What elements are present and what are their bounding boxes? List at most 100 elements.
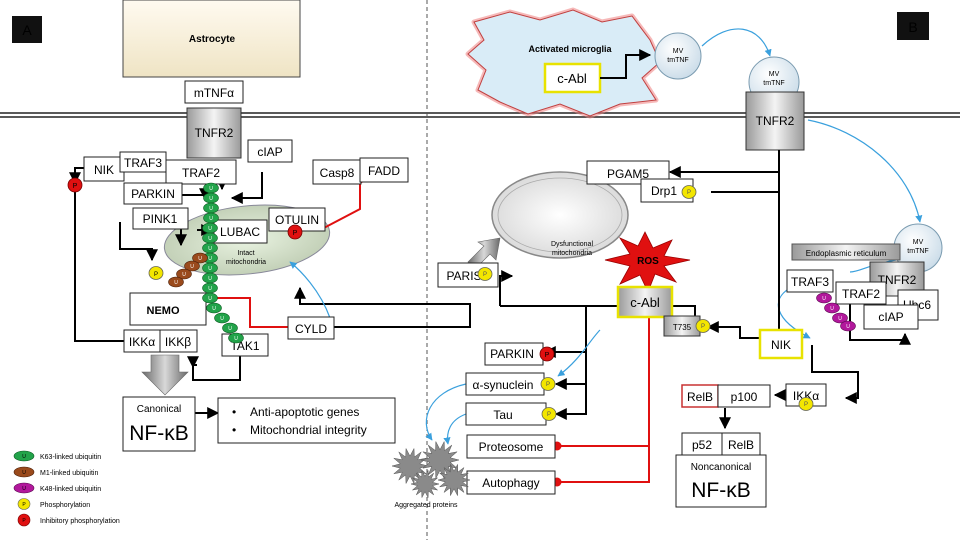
ikka-b-label: IKKα [793,389,819,403]
k63-ub-10: U [202,272,218,284]
fadd-label: FADD [368,164,400,178]
ciap-a-label: cIAP [257,145,282,159]
cabl-box-center: c-Abl [616,285,674,319]
relb-p100-complex: RelB p100 [681,384,771,408]
parkin-b-label: PARKIN [490,347,534,361]
autophagy-box: Autophagy [466,470,556,495]
proteosome-label: Proteosome [479,440,544,454]
inhibitory-phospho-otulin: P [287,224,303,240]
dys-mito-line2: mitochondria [552,250,592,257]
m1-ub-4: U [168,276,184,288]
tau-box: Tau [465,402,547,426]
inhib-p-1: P [73,183,78,190]
k63-ub-2-mark: U [209,196,213,202]
svg-text:•: • [232,423,236,437]
tnfr2-receptor-b: TNFR2 [745,91,805,151]
legend-m1: U M1-linked ubiquitin [13,466,98,478]
paris-box: PARIS [437,262,499,288]
casp8-box: Casp8 [312,159,362,185]
panel-b-badge: B [897,12,929,40]
phos-p-a1: P [154,272,158,278]
nik-box-b: NIK [758,328,804,360]
legend: U K63-linked ubiquitin U M1-linked ubiqu… [13,450,120,527]
outcome-antiapoptotic: Anti-apoptotic genes [250,405,359,419]
astrocyte-label: Astrocyte [189,34,236,45]
pink1-box: PINK1 [132,207,189,230]
autophagy-label: Autophagy [482,476,539,490]
nfkb-noncanonical-label: NF-κB [691,479,751,502]
k63-ub-11-mark: U [208,286,212,292]
inhibitory-phospho-parkin: P [539,346,555,362]
nemo-box: NEMO [129,292,207,326]
k63-ub-16-mark: U [234,336,238,342]
mv2-line1: MV [769,71,780,78]
p100-box [717,384,771,408]
cyld-box: CYLD [287,316,335,340]
pgam5-label: PGAM5 [607,167,649,181]
inhibitory-phospho-nik: P [67,177,83,193]
inhib-p-3: P [545,352,550,359]
k63-ub-2: U [203,192,219,204]
relb-2-label: RelB [728,438,754,452]
tnfr2-b-label: TNFR2 [756,114,795,128]
k63-ub-13-mark: U [212,306,216,312]
phos-tau-mark: P [547,412,551,418]
otulin-label: OTULIN [275,213,319,227]
mv2-line2: tmTNF [763,80,784,87]
k48-ub-1-mark: U [822,296,826,302]
ciap-b-box [863,304,919,330]
legend-phos: P Phosphorylation [17,498,90,510]
ciap-box-a: cIAP [247,139,293,163]
phos-t735-mark: P [701,324,705,330]
panel-b-label: B [908,19,917,35]
m1-ub-2: U [184,260,200,272]
legend-phos-label: Phosphorylation [40,502,90,509]
noncanonical-label: Noncanonical [691,462,752,473]
traf2-b-box [835,281,887,305]
mv-er-link [849,259,897,273]
cabl-box-microglia: c-Abl [543,62,602,94]
fadd-inhibition [319,174,365,231]
m1-ub-4-mark: U [174,280,178,286]
k63-ub-15-mark: U [228,326,232,332]
fadd-box: FADD [359,157,409,183]
k63-ub-16: U [228,332,244,344]
legend-k48-mark: U [22,486,26,492]
k48-ub-4-mark: U [846,324,850,330]
parkin-a-label: PARKIN [131,187,175,201]
m1-ub-3-mark: U [182,272,186,278]
ros-label: ROS [637,256,659,267]
aggregate-4 [410,469,440,499]
phos-paris: P [477,267,493,281]
k63-ub-5: U [202,222,218,234]
nik-box-a: NIK [83,156,125,182]
m1-ub-1-mark: U [198,256,202,262]
dys-mito-line1: Dysfunctional [551,241,593,248]
mv-transfer-arrow-1 [701,28,772,57]
k63-ub-8-mark: U [208,256,212,262]
cabl-microglia-label: c-Abl [557,71,587,86]
paris-label: PARIS [446,269,481,283]
otulin-box: OTULIN [268,207,326,232]
svg-text:•: • [232,405,236,419]
m1-ub-1: U [192,252,208,264]
k63-ub-7: U [202,242,218,254]
mv-vesicle-1: MV tmTNF [654,32,702,80]
pink1-label: PINK1 [143,212,178,226]
phos-asyn-mark: P [546,382,550,388]
k63-ub-3: U [203,202,219,214]
ikkb-box: IKKβ [159,329,198,353]
tnfr2-receptor-a: TNFR2 [186,107,242,159]
k48-ub-4: U [840,320,856,332]
aggregated-label: Aggregated proteins [394,502,458,509]
outcome-mito-integrity: Mitochondrial integrity [250,423,367,437]
asyn-box: α-synuclein [465,372,545,396]
phos-asyn: P [540,377,556,391]
pgam5-box: PGAM5 [586,160,670,185]
ciap-b-label: cIAP [878,310,903,324]
k63-ub-14-mark: U [220,316,224,322]
asyn-label: α-synuclein [473,378,534,392]
outcome-box: • Anti-apoptotic genes • Mitochondrial i… [217,397,396,444]
